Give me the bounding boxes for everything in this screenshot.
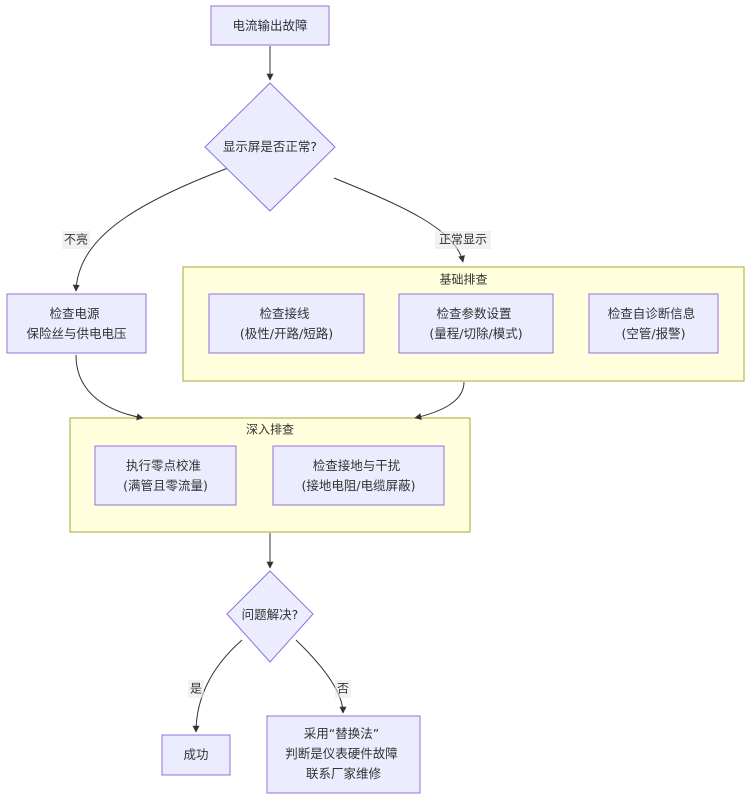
node-success-line-1: 成功 <box>183 747 208 762</box>
svg-text:采用“替换法” 判断是仪表硬件故障: 采用“替换法” 判断是仪表硬件故障 联系厂家维修 <box>285 726 402 781</box>
node-success: 成功 <box>161 734 231 776</box>
edges <box>72 46 465 733</box>
node-replace-line-1: 采用“替换法” <box>304 726 379 741</box>
node-check-diag-line-2: (空管/报警) <box>622 326 686 341</box>
svg-text:成功: 成功 <box>183 747 208 762</box>
svg-text:电流输出故障: 电流输出故障 <box>232 18 307 33</box>
node-replace-line-2: 判断是仪表硬件故障 <box>285 746 398 761</box>
svg-text:检查参数设置 (量程/切除/模式): 检查参数设置 (量程/切除/模式) <box>429 306 522 341</box>
edge-resolved-to-success <box>192 639 243 733</box>
node-check-wiring-line-2: (极性/开路/短路) <box>240 326 333 341</box>
edge-label-not-lit: 不亮 <box>64 232 88 247</box>
edge-display-to-power <box>72 167 229 292</box>
node-check-wiring-line-1: 检查接线 <box>260 306 311 321</box>
node-display-check: 显示屏是否正常? <box>204 82 336 212</box>
node-check-ground-line-1: 检查接地与干扰 <box>313 458 401 473</box>
node-check-diag-line-1: 检查自诊断信息 <box>608 306 696 321</box>
node-display-check-line-1: 显示屏是否正常? <box>223 139 317 154</box>
edge-display-to-basic <box>333 177 465 263</box>
node-check-params-line-2: (量程/切除/模式) <box>429 326 522 341</box>
node-resolved-line-1: 问题解决? <box>242 607 299 622</box>
node-check-ground-line-2: (接地电阻/电缆屏蔽) <box>302 478 416 493</box>
node-zero-cal-line-2: (满管且零流量) <box>123 478 208 493</box>
svg-text:问题解决?: 问题解决? <box>242 607 299 622</box>
edge-resolved-to-replace <box>295 639 347 714</box>
node-start-line-1: 电流输出故障 <box>232 18 307 33</box>
node-check-wiring: 检查接线 (极性/开路/短路) <box>208 293 365 354</box>
cluster-basic-title: 基础排查 <box>439 273 487 287</box>
node-zero-calibration: 执行零点校准 (满管且零流量) <box>94 445 237 506</box>
svg-text:执行零点校准 (满管且零流量): 执行零点校准 (满管且零流量) <box>123 458 208 493</box>
edge-power-to-deep <box>75 354 144 421</box>
edge-label-normal-display: 正常显示 <box>439 233 487 247</box>
node-check-ground: 检查接地与干扰 (接地电阻/电缆屏蔽) <box>272 445 445 506</box>
node-check-power-line-2: 保险丝与供电电压 <box>26 326 126 341</box>
node-check-params: 检查参数设置 (量程/切除/模式) <box>398 293 554 354</box>
edge-label-no: 否 <box>337 682 349 696</box>
node-check-params-line-1: 检查参数设置 <box>437 306 512 321</box>
svg-text:检查电源 保险丝与供电电压: 检查电源 保险丝与供电电压 <box>26 306 126 341</box>
edge-label-yes: 是 <box>190 682 202 696</box>
node-replace-line-3: 联系厂家维修 <box>306 766 382 781</box>
svg-text:检查接地与干扰 (接地电阻/电缆屏蔽): 检查接地与干扰 (接地电阻/电缆屏蔽) <box>302 458 416 493</box>
node-start: 电流输出故障 <box>210 5 330 46</box>
node-check-power: 检查电源 保险丝与供电电压 <box>6 293 147 354</box>
svg-text:检查接线 (极性/开路/短路): 检查接线 (极性/开路/短路) <box>240 306 333 341</box>
node-check-diag: 检查自诊断信息 (空管/报警) <box>588 293 719 354</box>
svg-text:检查自诊断信息 (空管/报警): 检查自诊断信息 (空管/报警) <box>608 306 700 341</box>
svg-text:显示屏是否正常?: 显示屏是否正常? <box>223 139 317 154</box>
edge-labels: 不亮 正常显示 是 否 <box>62 231 491 698</box>
node-check-power-line-1: 检查电源 <box>50 306 101 321</box>
cluster-deep-title: 深入排查 <box>246 423 294 437</box>
node-replace: 采用“替换法” 判断是仪表硬件故障 联系厂家维修 <box>266 715 421 794</box>
edge-basic-to-deep <box>414 381 465 420</box>
node-resolved: 问题解决? <box>226 570 314 663</box>
node-zero-cal-line-1: 执行零点校准 <box>126 458 201 473</box>
